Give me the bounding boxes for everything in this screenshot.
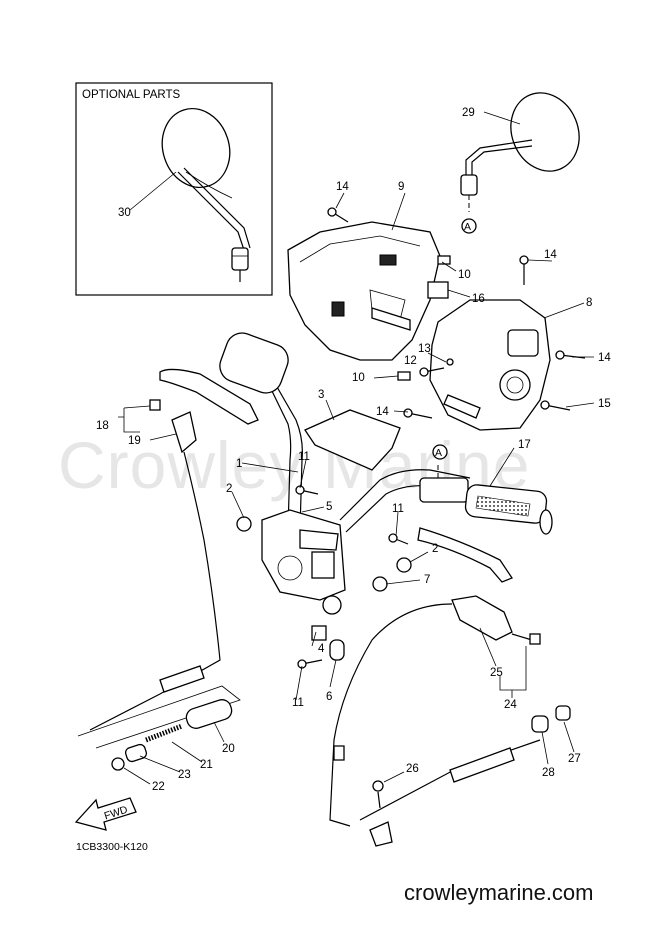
ref-a-top: A <box>464 221 471 233</box>
callout-4: 4 <box>318 643 325 655</box>
bracket-assembly <box>236 485 412 669</box>
callout-16: 16 <box>472 293 485 305</box>
callout-22: 22 <box>152 781 165 793</box>
callout-11a: 11 <box>298 451 310 463</box>
callout-7: 7 <box>424 574 430 586</box>
callout-14d: 14 <box>376 406 389 418</box>
right-brake-lever <box>417 527 513 583</box>
callout-27: 27 <box>568 753 581 765</box>
callout-25: 25 <box>490 667 503 679</box>
grip-17: A <box>419 444 553 535</box>
small-parts-left <box>77 685 241 771</box>
callout-28: 28 <box>542 767 555 779</box>
callout-14a: 14 <box>336 181 349 193</box>
fwd-arrow: FWD <box>74 797 137 831</box>
left-cable <box>89 399 221 731</box>
callout-9: 9 <box>398 181 404 193</box>
sheet-3 <box>304 409 401 471</box>
optional-parts-box: OPTIONAL PARTS <box>75 82 273 296</box>
callout-13: 13 <box>418 343 431 355</box>
drawing-code: 1CB3300-K120 <box>76 841 148 853</box>
callout-20: 20 <box>222 743 235 755</box>
callout-11c: 11 <box>292 697 304 709</box>
callout-2b: 2 <box>432 543 438 555</box>
callout-30: 30 <box>118 207 131 219</box>
optional-parts-title: OPTIONAL PARTS <box>82 89 181 101</box>
callout-15: 15 <box>598 398 611 410</box>
callout-3: 3 <box>318 389 324 401</box>
callout-6: 6 <box>326 691 332 703</box>
callout-19: 19 <box>128 435 141 447</box>
callout-labels: 30 29 9 14 14 8 14 15 10 16 13 12 10 14 … <box>96 107 611 793</box>
callout-2a: 2 <box>226 483 232 495</box>
callout-26: 26 <box>406 763 419 775</box>
callout-18: 18 <box>96 420 109 432</box>
callout-24: 24 <box>504 699 517 711</box>
handlebar-cover-9 <box>287 221 449 361</box>
callout-10a: 10 <box>458 269 471 281</box>
callout-21: 21 <box>200 759 213 771</box>
callout-14b: 14 <box>544 249 557 261</box>
mirror-30 <box>161 107 251 282</box>
callout-10b: 10 <box>352 372 365 384</box>
leader-lines <box>118 111 595 785</box>
callout-12: 12 <box>404 355 417 367</box>
callout-5: 5 <box>326 501 332 513</box>
callout-1: 1 <box>236 458 242 470</box>
callout-29: 29 <box>462 107 475 119</box>
left-brake-lever <box>159 368 259 425</box>
callout-11b: 11 <box>392 503 404 515</box>
callout-23: 23 <box>178 769 191 781</box>
screws <box>327 207 586 419</box>
ref-a-bar: A <box>435 447 442 459</box>
website-text: crowleymarine.com <box>404 880 594 905</box>
right-cable <box>329 595 571 847</box>
callout-14c: 14 <box>598 352 611 364</box>
callout-8: 8 <box>586 297 592 309</box>
handlebar-cover-8 <box>429 299 551 431</box>
callout-17: 17 <box>518 439 531 451</box>
mirror-29: A <box>460 92 580 234</box>
